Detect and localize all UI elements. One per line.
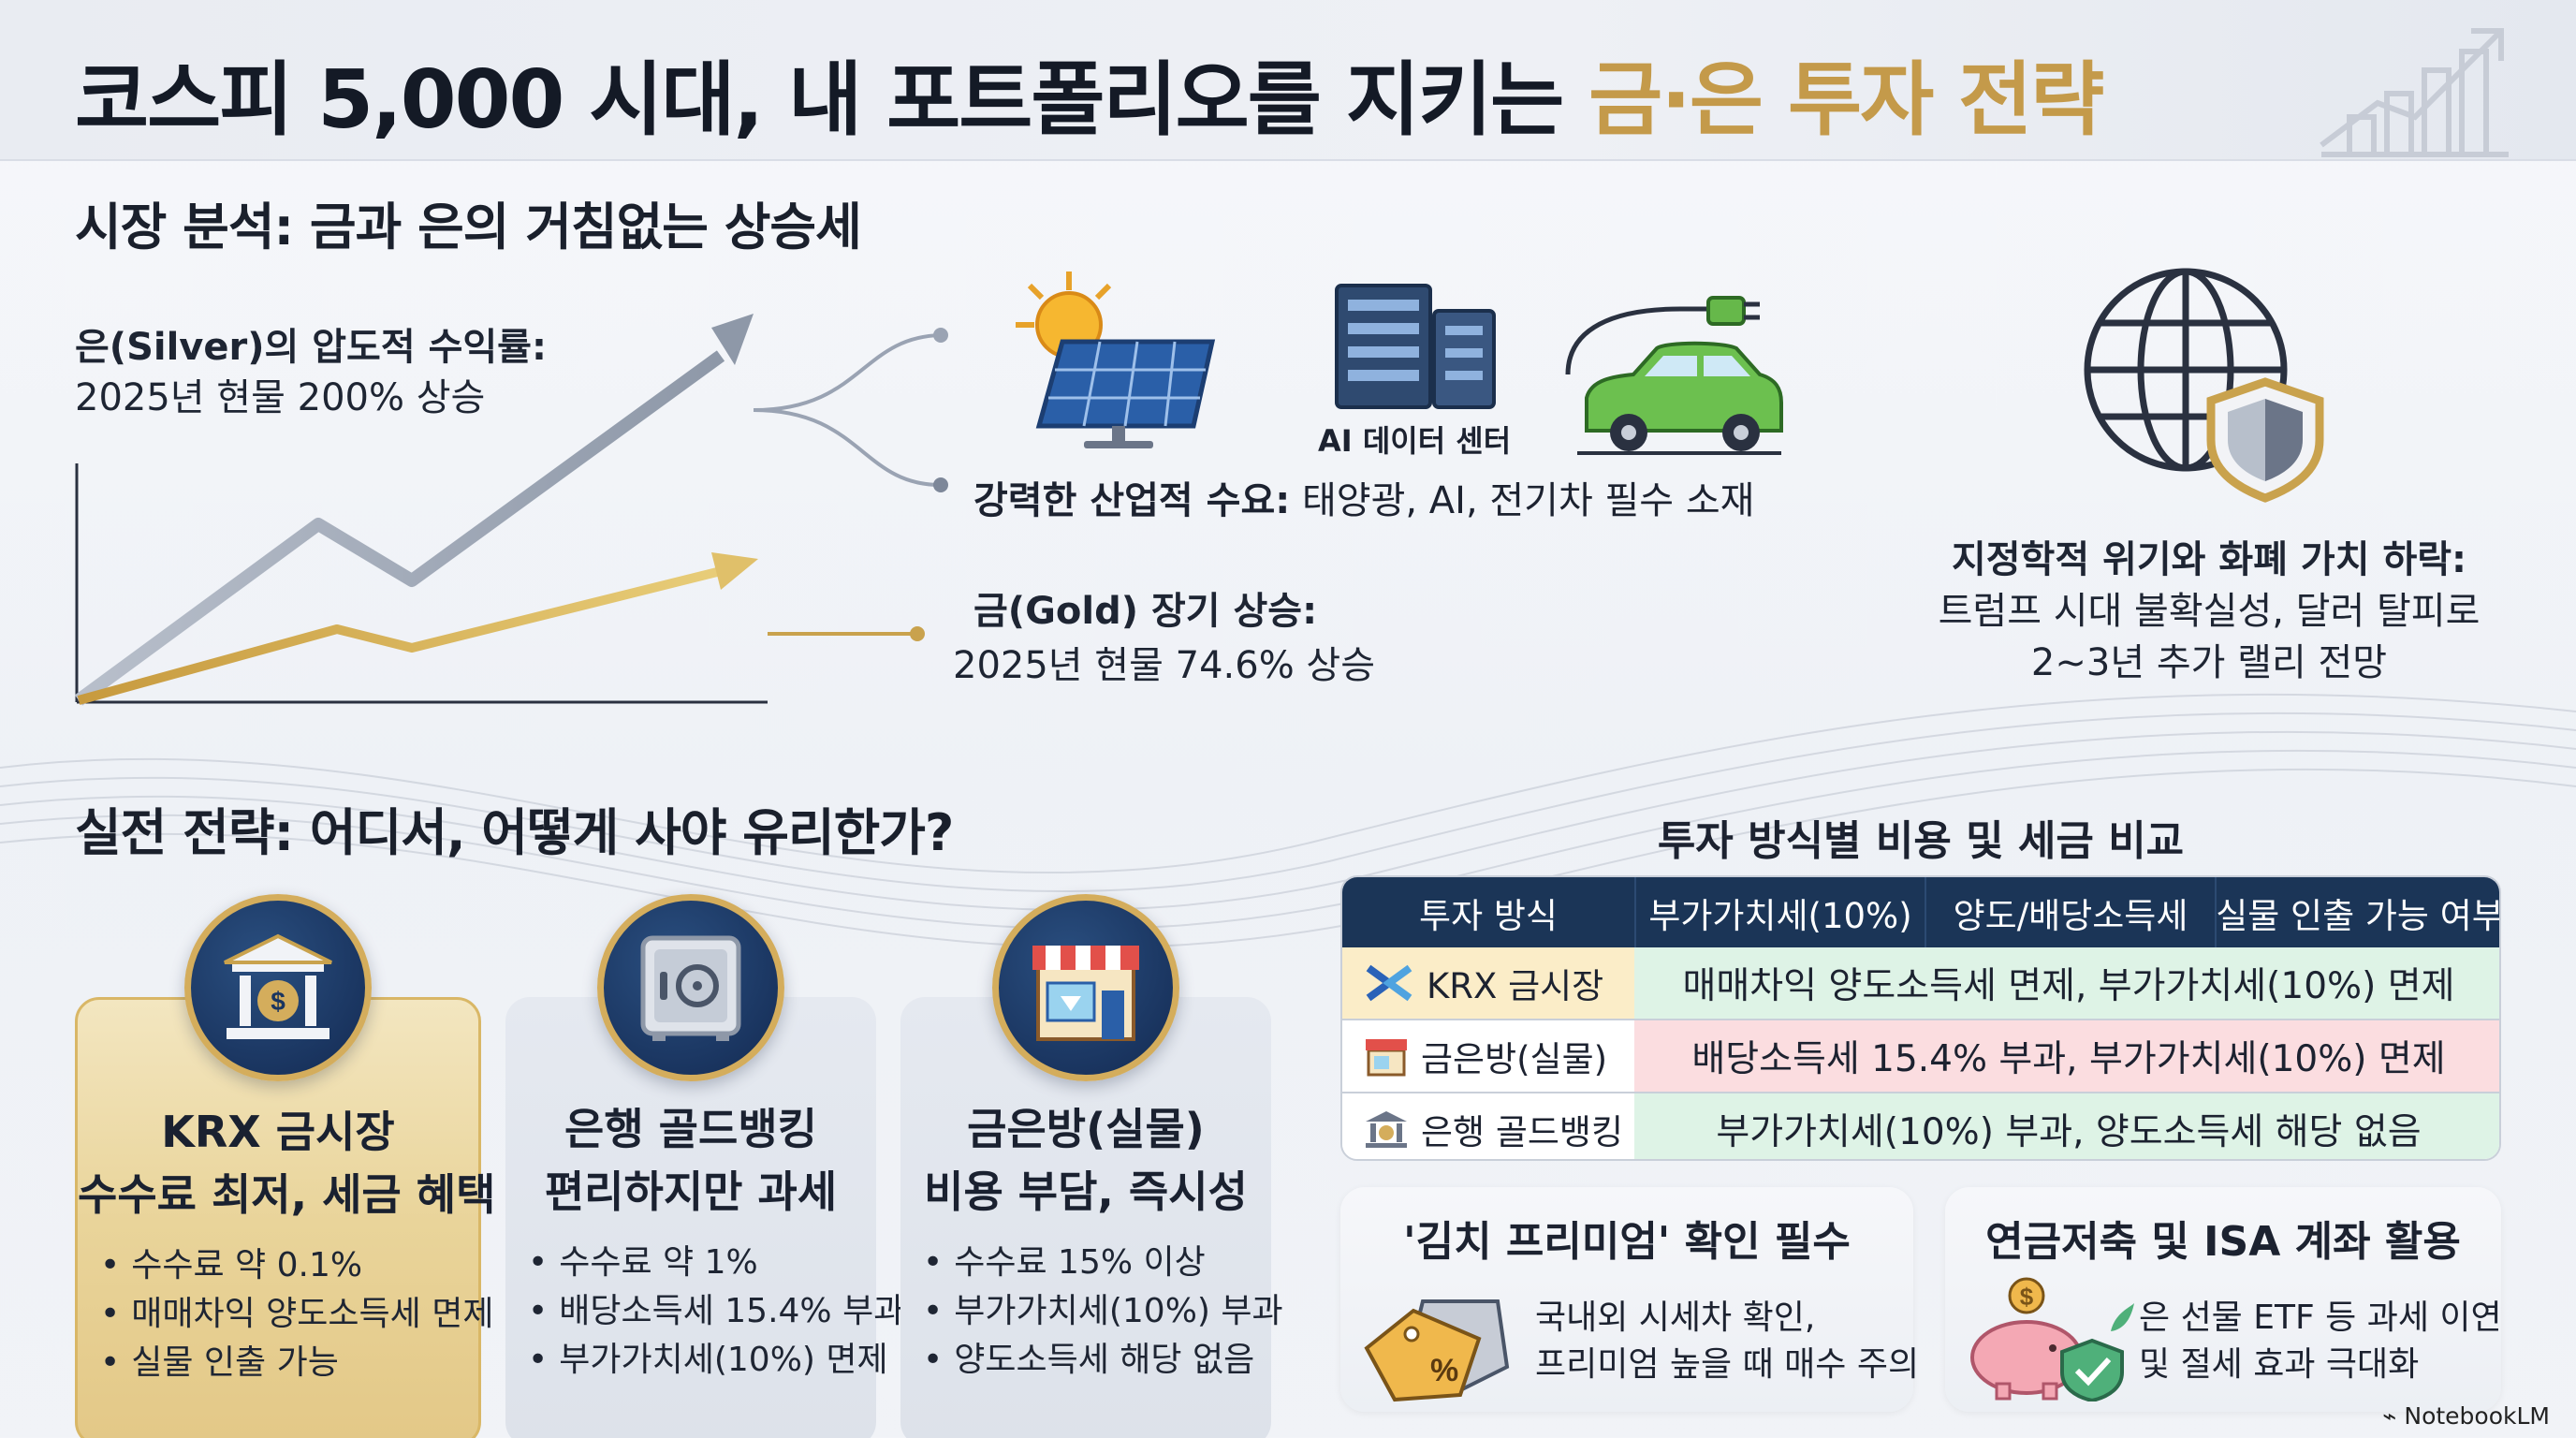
card-subtitle: 비용 부담, 즉시성 [924,1167,1248,1217]
silver-value: 2025년 현물 200% 상승 [75,376,486,419]
svg-text:$: $ [271,987,285,1016]
card-subtitle: 편리하지만 과세 [544,1167,838,1217]
list-item: 부가가치세(10%) 부과 [923,1287,1282,1336]
store-icon [992,894,1179,1081]
table-row-value: 부가가치세(10%) 부과, 양도소득세 해당 없음 [1634,1093,2499,1159]
table-row-value: 매매차익 양도소득세 면제, 부가가치세(10%) 면제 [1634,947,2499,1019]
list-item: 수수료 약 1% [528,1239,904,1287]
row-label: 은행 골드뱅킹 [1421,1112,1624,1152]
silver-label: 은(Silver)의 압도적 수익률: [75,326,547,369]
row-label: KRX 금시장 [1427,966,1604,1006]
kimchi-title: '김치 프리미엄' 확인 필수 [1403,1218,1851,1266]
card-title: 금은방(실물) [967,1104,1205,1154]
list-item: 실물 인출 가능 [100,1339,493,1387]
row-divider [1342,1019,2499,1020]
geo-line-2: 2~3년 추가 랠리 전망 [2030,641,2388,684]
card-list: 수수료 약 0.1% 매매차익 양도소득세 면제 실물 인출 가능 [100,1241,493,1387]
server-icon [1335,284,1496,409]
solar-panel-icon [1016,271,1216,448]
card-title: KRX 금시장 [161,1107,395,1157]
brand-logo-icon: ⌁ [2382,1402,2405,1430]
demand-value: 태양광, AI, 전기차 필수 소재 [1290,479,1755,522]
card-list: 수수료 약 1% 배당소득세 15.4% 부과 부가가치세(10%) 면제 [528,1239,904,1385]
gold-value: 2025년 현물 74.6% 상승 [953,644,1376,687]
table-row-name: 은행 골드뱅킹 [1342,1093,1634,1159]
electric-car-icon [1565,296,1783,455]
comparison-heading: 투자 방식별 비용 및 세금 비교 [1657,817,2185,865]
globe-shield-icon [2084,268,2324,503]
market-heading: 시장 분석: 금과 은의 거침없는 상승세 [75,198,862,257]
gold-trend-line [77,566,723,705]
store-icon [1366,1039,1407,1077]
svg-text:%: % [1430,1353,1458,1388]
table-header-cell: 투자 방식 [1342,877,1634,947]
header-banner [0,0,2576,161]
table-header-cell: 양도/배당소득세 [1925,877,2215,947]
silver-connector-top [753,333,942,412]
table-row-name: 금은방(실물) [1342,1020,1634,1092]
table-header-cell: 실물 인출 가능 여부 [2215,877,2499,947]
bank-building-icon [1366,1111,1407,1148]
list-item: 배당소득세 15.4% 부과 [528,1287,904,1336]
datacenter-label: AI 데이터 센터 [1318,423,1512,459]
list-item: 부가가치세(10%) 면제 [528,1336,904,1385]
price-tag-icon: % [1364,1299,1510,1402]
list-item: 수수료 약 0.1% [100,1241,493,1290]
bank-building-icon: $ [184,894,372,1081]
comparison-table: 투자 방식 부가가치세(10%) 양도/배당소득세 실물 인출 가능 여부 KR… [1340,875,2501,1161]
card-bank-gold-banking: 은행 골드뱅킹 편리하지만 과세 수수료 약 1% 배당소득세 15.4% 부과… [505,997,904,1438]
demand-text: 강력한 산업적 수요: 태양광, AI, 전기차 필수 소재 [973,470,1754,524]
page-title: 코스피 5,000 시대, 내 포트폴리오를 지키는 금·은 투자 전략 [75,34,2104,151]
card-title: 은행 골드뱅킹 [564,1104,817,1154]
table-header-cell: 부가가치세(10%) [1634,877,1925,947]
table-row-name: KRX 금시장 [1342,947,1634,1019]
svg-text:$: $ [2020,1283,2034,1311]
gold-arrow-head [711,552,758,590]
strategy-heading: 실전 전략: 어디서, 어떻게 사야 유리한가? [75,803,954,862]
silver-arrow-head [711,314,754,365]
krx-logo-icon [1366,964,1412,1002]
kimchi-line-2: 프리미엄 높을 때 매수 주의 [1535,1345,1920,1384]
growth-arrow-icon [2320,28,2509,157]
list-item: 수수료 15% 이상 [923,1239,1283,1287]
silver-connector-bottom [753,408,942,487]
notebooklm-brand: ⌁ NotebookLM [2382,1402,2550,1430]
row-label: 금은방(실물) [1421,1039,1608,1079]
title-accent: 금·은 투자 전략 [1588,53,2104,147]
geo-label: 지정학적 위기와 화폐 가치 하락: [1951,538,2467,581]
card-subtitle: 수수료 최저, 세금 혜택 [78,1169,496,1220]
brand-label: NotebookLM [2404,1402,2550,1430]
title-main: 코스피 5,000 시대, 내 포트폴리오를 지키는 [75,53,1589,147]
isa-line-1: 은 선물 ETF 등 과세 이연 [2139,1299,2502,1337]
price-trend-chart [74,314,948,706]
list-item: 양도소득세 해당 없음 [923,1336,1283,1385]
kimchi-line-1: 국내외 시세차 확인, [1535,1299,1816,1337]
card-list: 수수료 15% 이상 부가가치세(10%) 부과 양도소득세 해당 없음 [923,1239,1283,1385]
geo-line-1: 트럼프 시대 불확실성, 달러 탈피로 [1938,590,2481,633]
silver-trend-line [74,350,725,706]
row-divider [1342,1092,2499,1093]
piggy-bank-shield-icon: $ [1970,1277,2134,1401]
isa-title: 연금저축 및 ISA 계좌 활용 [1985,1218,2461,1266]
demand-label: 강력한 산업적 수요: [973,479,1291,522]
table-row-value: 배당소득세 15.4% 부과, 부가가치세(10%) 면제 [1634,1020,2499,1092]
isa-line-2: 및 절세 효과 극대화 [2139,1345,2420,1384]
list-item: 매매차익 양도소득세 면제 [100,1290,493,1339]
safe-icon [597,894,784,1081]
gold-label: 금(Gold) 장기 상승: [973,590,1318,633]
